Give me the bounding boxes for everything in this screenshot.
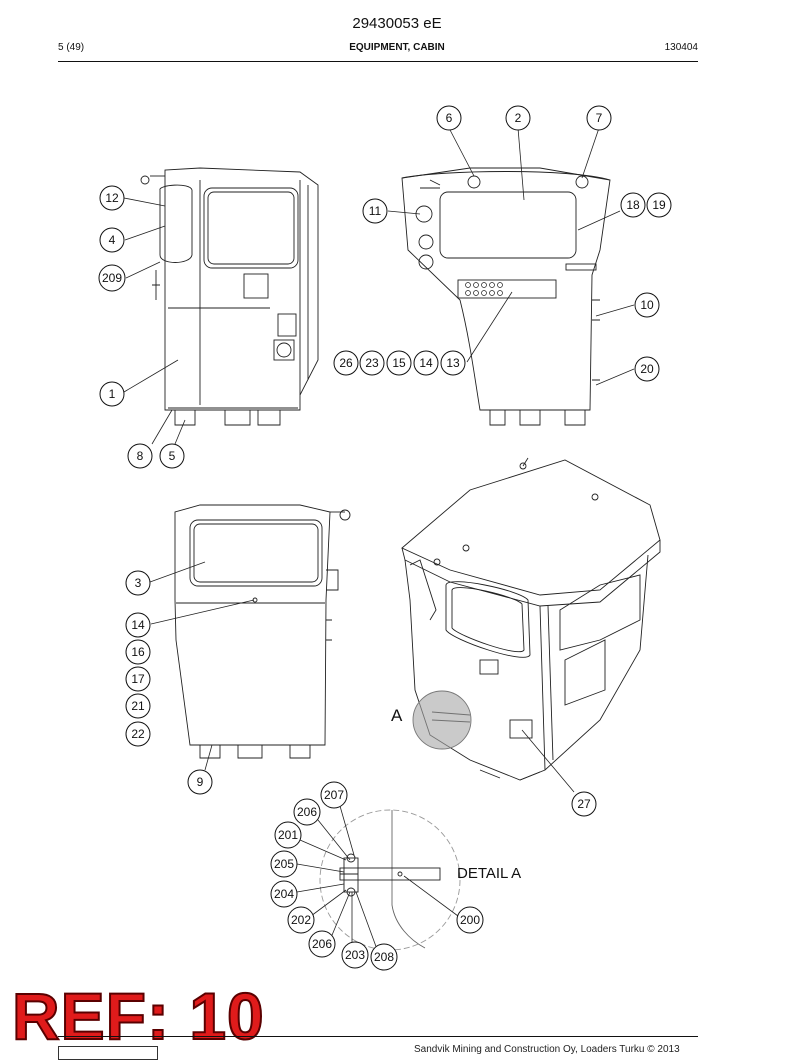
- callout-5: 5: [159, 443, 185, 469]
- svg-text:23: 23: [365, 356, 379, 370]
- svg-text:205: 205: [274, 857, 294, 871]
- svg-text:21: 21: [131, 699, 145, 713]
- svg-text:203: 203: [345, 948, 365, 962]
- front-view-drawing: [401, 167, 611, 426]
- svg-text:14: 14: [131, 618, 145, 632]
- svg-text:209: 209: [102, 271, 122, 285]
- detail-a-label: DETAIL A: [457, 865, 522, 882]
- svg-text:5: 5: [169, 449, 176, 463]
- callout-18: 18: [620, 192, 646, 218]
- svg-text:3: 3: [135, 576, 142, 590]
- callout-202: 202: [287, 906, 315, 934]
- callout-21: 21: [125, 693, 151, 719]
- svg-text:7: 7: [596, 111, 603, 125]
- revision-code: 130404: [664, 42, 698, 53]
- svg-text:206: 206: [297, 805, 317, 819]
- svg-text:8: 8: [137, 449, 144, 463]
- document-number: 29430053 eE: [352, 15, 442, 32]
- callout-4: 4: [99, 227, 125, 253]
- svg-text:10: 10: [640, 298, 654, 312]
- callout-209: 209: [98, 264, 126, 292]
- callout-15: 15: [386, 350, 412, 376]
- footer-copyright: Sandvik Mining and Construction Oy, Load…: [414, 1044, 680, 1055]
- svg-text:12: 12: [105, 191, 119, 205]
- callout-200: 200: [456, 906, 484, 934]
- callout-8: 8: [127, 443, 153, 469]
- callout-10: 10: [634, 292, 660, 318]
- callout-6: 6: [436, 105, 462, 131]
- svg-text:18: 18: [626, 198, 640, 212]
- svg-text:15: 15: [392, 356, 406, 370]
- callout-203: 203: [341, 941, 369, 969]
- svg-text:202: 202: [291, 913, 311, 927]
- svg-text:4: 4: [109, 233, 116, 247]
- svg-text:19: 19: [652, 198, 666, 212]
- sandvik-logo: [58, 1046, 158, 1060]
- svg-text:26: 26: [339, 356, 353, 370]
- svg-text:208: 208: [374, 950, 394, 964]
- callout-26: 26: [333, 350, 359, 376]
- detail-a-drawing: [319, 809, 461, 951]
- callout-27: 27: [571, 791, 597, 817]
- svg-text:2: 2: [515, 111, 522, 125]
- callout-9: 9: [187, 769, 213, 795]
- callout-206: 206: [293, 798, 321, 826]
- svg-text:20: 20: [640, 362, 654, 376]
- ref-stamp: REF: 10: [11, 979, 265, 1053]
- callout-13: 13: [440, 350, 466, 376]
- view-a-marker: A: [391, 706, 403, 725]
- isometric-view-drawing: [401, 457, 661, 781]
- callout-208: 208: [370, 943, 398, 971]
- leader-lines: [123, 127, 635, 953]
- callout-12: 12: [99, 185, 125, 211]
- callout-14: 14: [413, 350, 439, 376]
- svg-text:17: 17: [131, 672, 145, 686]
- svg-text:13: 13: [446, 356, 460, 370]
- detail-a-highlight: [412, 690, 472, 750]
- callout-23: 23: [359, 350, 385, 376]
- header-rule: [58, 61, 698, 62]
- callout-206b: 206: [308, 930, 336, 958]
- svg-text:22: 22: [131, 727, 145, 741]
- callout-7: 7: [586, 105, 612, 131]
- svg-text:207: 207: [324, 788, 344, 802]
- svg-text:6: 6: [446, 111, 453, 125]
- callout-22: 22: [125, 721, 151, 747]
- callout-3: 3: [125, 570, 151, 596]
- page-number: 5 (49): [58, 42, 85, 53]
- callout-2: 2: [505, 105, 531, 131]
- svg-text:16: 16: [131, 645, 145, 659]
- section-title: EQUIPMENT, CABIN: [349, 42, 445, 53]
- svg-text:11: 11: [369, 204, 382, 218]
- callout-16: 16: [125, 639, 151, 665]
- footer-rule: [58, 1036, 698, 1037]
- svg-text:206: 206: [312, 937, 332, 951]
- callout-17: 17: [125, 666, 151, 692]
- callout-207: 207: [320, 781, 348, 809]
- callout-1: 1: [99, 381, 125, 407]
- svg-text:1: 1: [109, 387, 116, 401]
- callout-204: 204: [270, 880, 298, 908]
- svg-text:9: 9: [197, 775, 204, 789]
- svg-text:14: 14: [419, 356, 433, 370]
- callout-20: 20: [634, 356, 660, 382]
- rear-view-drawing: [174, 504, 351, 759]
- svg-text:200: 200: [460, 913, 480, 927]
- side-view-drawing: [140, 167, 319, 426]
- callout-205: 205: [270, 850, 298, 878]
- callout-19: 19: [646, 192, 672, 218]
- svg-text:201: 201: [278, 828, 298, 842]
- callout-14b: 14: [125, 612, 151, 638]
- callout-201: 201: [274, 821, 302, 849]
- callout-balloons: 6 2 7 12 4 209 11 18 19 10 26 23 15 14 1…: [98, 105, 672, 971]
- callout-11: 11: [362, 198, 388, 224]
- svg-text:27: 27: [577, 797, 591, 811]
- svg-text:204: 204: [274, 887, 294, 901]
